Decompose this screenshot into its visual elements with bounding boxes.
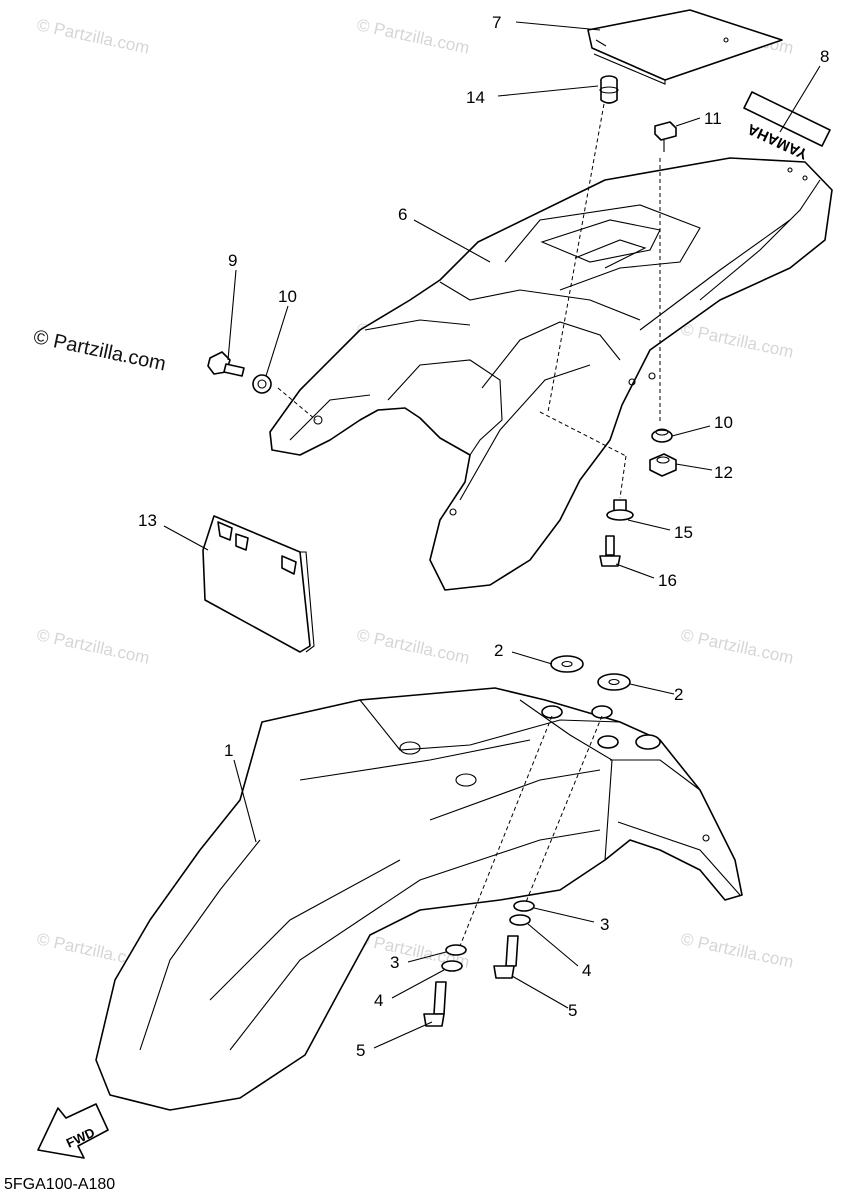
part-1-front-fender bbox=[95, 687, 743, 1111]
callout-label: 3 bbox=[390, 953, 399, 972]
part-6-rear-fender bbox=[269, 157, 833, 591]
callout-label: 4 bbox=[374, 991, 383, 1010]
callout-label: 5 bbox=[568, 1001, 577, 1020]
watermark: © Partzilla.com bbox=[679, 929, 795, 971]
callout-label: 2 bbox=[674, 685, 683, 704]
part-14-grommet bbox=[599, 75, 619, 104]
part-10-collar-right bbox=[651, 428, 673, 443]
callout-label: 12 bbox=[714, 463, 733, 482]
watermark: © Partzilla.com bbox=[679, 625, 795, 667]
part-2-grommet bbox=[541, 655, 661, 750]
watermark: © Partzilla.com bbox=[35, 15, 151, 57]
callout-label: 11 bbox=[704, 109, 722, 128]
callout-label: 4 bbox=[582, 961, 591, 980]
callout-label: 7 bbox=[492, 13, 501, 32]
part-11-clip bbox=[654, 121, 677, 152]
assembly-lines bbox=[277, 103, 661, 947]
part-15-collar bbox=[606, 499, 634, 521]
callout-label: 9 bbox=[228, 251, 237, 270]
callout-labels: 7 8 14 11 6 9 10 10 12 15 16 13 2 2 1 3 … bbox=[138, 13, 829, 1060]
callout-label: 15 bbox=[674, 523, 693, 542]
part-4-lockwasher bbox=[441, 914, 531, 972]
callout-label: 10 bbox=[278, 287, 297, 306]
watermark: © Partzilla.com bbox=[35, 625, 151, 667]
watermark: © Partzilla.com bbox=[679, 319, 795, 361]
callout-label: 3 bbox=[600, 915, 609, 934]
callout-label: 10 bbox=[714, 413, 733, 432]
leader-lines bbox=[163, 21, 821, 1049]
diagram-code: 5FGA100-A180 bbox=[4, 1176, 116, 1193]
callout-label: 2 bbox=[494, 641, 503, 660]
fwd-arrow-icon: FWD bbox=[37, 1103, 109, 1159]
part-8-decal: YAMAHA bbox=[743, 91, 831, 163]
watermark: © Partzilla.com bbox=[355, 15, 471, 57]
part-16-bolt bbox=[599, 535, 621, 567]
callout-label: 6 bbox=[398, 205, 407, 224]
callout-label: 13 bbox=[138, 511, 157, 530]
callout-label: 14 bbox=[466, 88, 485, 107]
part-12-nut bbox=[649, 453, 677, 477]
part-13-plate bbox=[202, 515, 315, 653]
callout-label: 5 bbox=[356, 1041, 365, 1060]
callout-label: 16 bbox=[658, 571, 677, 590]
part-9-bolt bbox=[207, 351, 245, 377]
part-3-washer bbox=[445, 900, 535, 956]
part-7-pad bbox=[587, 9, 783, 85]
watermark: © Partzilla.com bbox=[355, 625, 471, 667]
callout-label: 1 bbox=[224, 741, 233, 760]
part-10-collar-left bbox=[252, 374, 272, 394]
callout-label: 8 bbox=[820, 47, 829, 66]
